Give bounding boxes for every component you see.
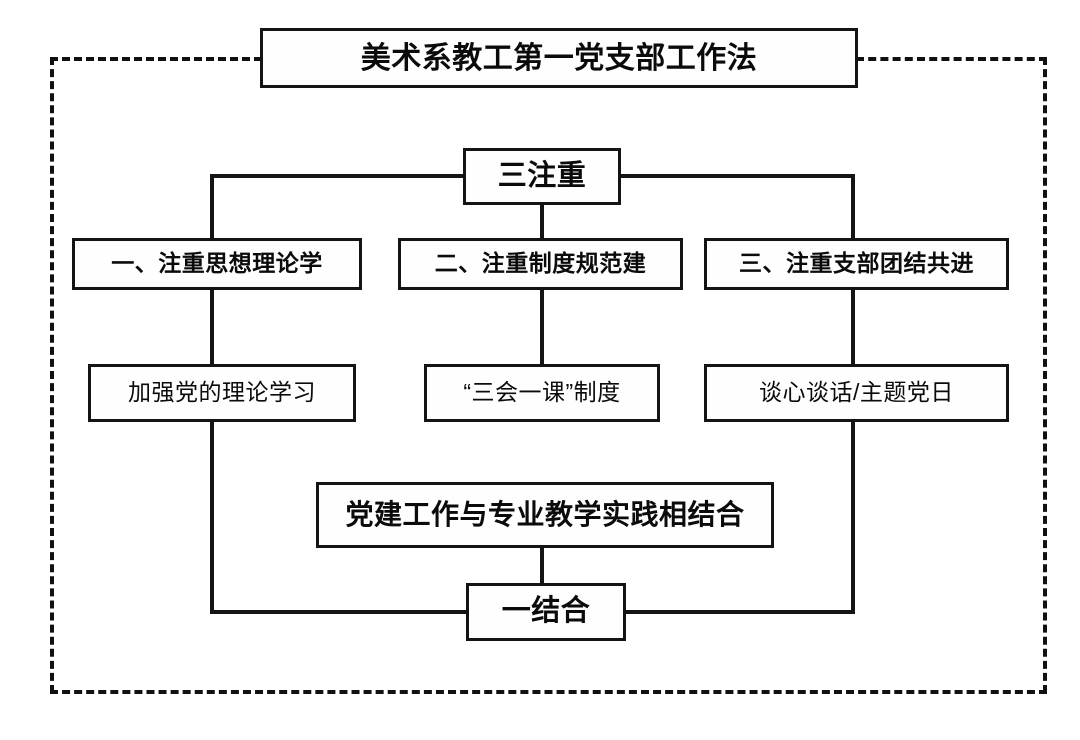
connector-hub-bottom-left-arm [210, 610, 468, 614]
frame-bottom-edge [50, 690, 1047, 694]
connector-hub-to-branch-2 [540, 204, 544, 239]
connector-wide-to-hub-bottom [540, 548, 544, 583]
hub-bottom-label: 一结合 [501, 595, 591, 628]
hub-top-label: 三注重 [497, 159, 587, 192]
diagram-title-label: 美术系教工第一党支部工作法 [360, 41, 758, 75]
frame-left-edge [50, 57, 54, 693]
leaf-box-2[interactable]: “三会一课”制度 [424, 364, 660, 422]
connector-branch-3-to-leaf-3 [851, 289, 855, 365]
branch-label-3: 三、注重支部团结共进 [739, 250, 974, 277]
connector-hub-to-branch-1 [210, 174, 214, 239]
connector-branch-1-to-leaf-1 [210, 289, 214, 365]
frame-top-right-segment [856, 57, 1047, 61]
leaf-label-3: 谈心谈话/主题党日 [759, 379, 954, 406]
leaf-label-1: 加强党的理论学习 [128, 379, 316, 406]
branch-box-1[interactable]: 一、注重思想理论学 [72, 238, 362, 290]
branch-label-2: 二、注重制度规范建 [434, 250, 647, 277]
leaf-label-2: “三会一课”制度 [463, 379, 621, 406]
branch-label-1: 一、注重思想理论学 [111, 250, 323, 277]
leaf-box-1[interactable]: 加强党的理论学习 [88, 364, 356, 422]
frame-top-left-segment [50, 57, 262, 61]
diagram-title-box[interactable]: 美术系教工第一党支部工作法 [260, 28, 858, 88]
connector-hub-to-branch-3 [851, 174, 855, 239]
hub-top-box[interactable]: 三注重 [463, 148, 621, 205]
hub-bottom-box[interactable]: 一结合 [466, 583, 626, 641]
wide-box-label: 党建工作与专业教学实践相结合 [345, 498, 745, 530]
wide-box[interactable]: 党建工作与专业教学实践相结合 [316, 482, 774, 548]
branch-box-3[interactable]: 三、注重支部团结共进 [704, 238, 1009, 290]
connector-left-spine [210, 420, 214, 614]
branch-box-2[interactable]: 二、注重制度规范建 [398, 238, 683, 290]
leaf-box-3[interactable]: 谈心谈话/主题党日 [704, 364, 1009, 422]
frame-right-edge [1043, 57, 1047, 693]
connector-hub-bottom-right-arm [626, 610, 855, 614]
connector-right-spine [851, 420, 855, 614]
connector-branch-2-to-leaf-2 [540, 289, 544, 365]
